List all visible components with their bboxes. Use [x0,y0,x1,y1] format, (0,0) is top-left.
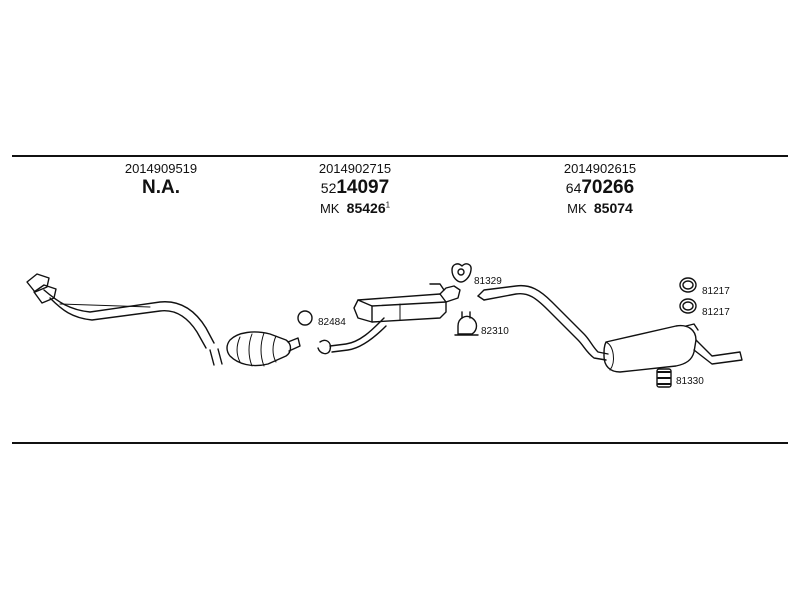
front-pipe-with-catalyst [26,273,301,367]
label-81330: 81330 [676,376,704,387]
column-rear-muffler: 2014902615 6470266 MK 85074 [500,162,700,215]
code-main: N.A. [142,177,180,198]
top-rule [12,155,788,157]
mk-code: MK 854261 [319,200,391,216]
label-81217-a: 81217 [702,286,730,297]
mount-81330 [656,368,672,388]
label-81329: 81329 [474,276,502,287]
code-main: 6470266 [565,177,635,198]
hanger-81329 [451,263,472,283]
label-82310: 82310 [481,326,509,337]
clamp-82484 [297,310,313,326]
bottom-rule [12,442,788,444]
center-muffler [317,283,461,355]
ring-81217-b [679,298,697,314]
clamp-82310 [454,311,479,336]
rear-pipe-with-muffler [477,284,743,373]
part-number: 2014902715 [318,161,392,176]
code-main: 5214097 [320,177,390,198]
label-82484: 82484 [318,317,346,328]
mk-code: MK 85074 [567,200,633,216]
column-front-pipe: 2014909519 N.A. [61,162,261,197]
part-number: 2014902615 [563,161,637,176]
column-center-muffler: 2014902715 5214097 MK 854261 [255,162,455,215]
ring-81217-a [679,277,697,293]
label-81217-b: 81217 [702,307,730,318]
part-number: 2014909519 [124,161,198,176]
